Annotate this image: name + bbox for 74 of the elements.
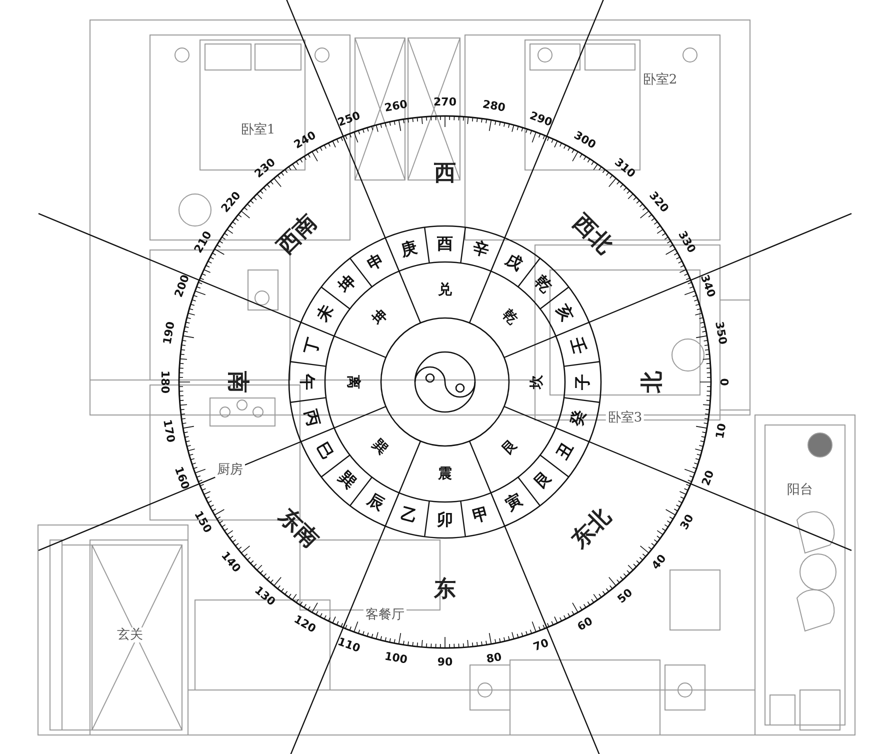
degree-label: 60 — [576, 616, 594, 634]
degree-label: 120 — [292, 614, 318, 635]
trigram-label: 巽 — [370, 437, 390, 457]
degree-label: 160 — [172, 465, 191, 490]
degree-label: 260 — [384, 98, 409, 114]
mountain-label: 壬 — [568, 336, 588, 356]
mountain-label: 寅 — [503, 490, 525, 512]
mountain-label: 酉 — [437, 236, 453, 252]
mountain-label: 坤 — [336, 273, 359, 296]
degree-label: 30 — [678, 512, 696, 532]
direction-label: 东北 — [568, 506, 616, 552]
mountain-label: 乾 — [531, 273, 554, 296]
mountain-label: 亥 — [554, 302, 576, 324]
degree-label: 190 — [162, 321, 177, 346]
degree-label: 280 — [481, 98, 506, 114]
degree-label: 70 — [532, 637, 550, 653]
degree-label: 110 — [336, 636, 362, 654]
trigram-label: 坤 — [370, 307, 390, 327]
room-label: 阳台 — [785, 482, 815, 498]
degree-label: 200 — [172, 274, 191, 299]
degree-label: 100 — [384, 650, 409, 666]
room-label: 卧室3 — [606, 410, 644, 426]
direction-label: 西 — [434, 163, 456, 185]
room-label: 客餐厅 — [364, 608, 406, 622]
mountain-label: 申 — [365, 252, 387, 274]
mountain-label: 庚 — [399, 238, 420, 258]
mountain-label: 癸 — [568, 408, 588, 428]
degree-label: 50 — [616, 587, 634, 606]
trigram-label: 离 — [346, 375, 360, 389]
degree-label: 40 — [650, 552, 669, 572]
direction-label: 北 — [642, 371, 664, 393]
trigram-label: 艮 — [500, 437, 520, 457]
mountain-label: 卯 — [437, 512, 453, 528]
mountain-label: 子 — [575, 374, 591, 390]
degree-label: 270 — [434, 96, 456, 108]
degree-label: 0 — [720, 378, 730, 386]
degree-label: 20 — [700, 468, 716, 487]
mountain-label: 辛 — [470, 238, 490, 258]
direction-label: 南 — [226, 371, 248, 393]
trigram-label: 兑 — [438, 283, 452, 297]
degree-label: 290 — [528, 110, 554, 128]
trigram-label: 坎 — [530, 375, 544, 389]
degree-label: 180 — [160, 370, 170, 394]
degree-label: 300 — [572, 129, 598, 150]
mountain-label: 辰 — [365, 490, 387, 512]
degree-label: 310 — [612, 156, 638, 180]
degree-label: 90 — [437, 656, 453, 668]
mountain-label: 乙 — [399, 506, 420, 526]
mountain-label: 丁 — [302, 336, 322, 356]
degree-label: 10 — [714, 422, 728, 440]
degree-label: 240 — [292, 129, 318, 150]
mountain-label: 艮 — [531, 468, 554, 491]
mountain-label: 午 — [299, 374, 315, 390]
degree-label: 350 — [713, 321, 728, 346]
mountain-label: 巳 — [314, 440, 336, 462]
room-label: 玄关 — [115, 628, 145, 642]
degree-label: 170 — [162, 418, 177, 443]
direction-label: 东 — [434, 579, 456, 601]
degree-label: 340 — [699, 274, 718, 299]
mountain-label: 戌 — [503, 252, 525, 274]
direction-label: 东南 — [274, 506, 322, 552]
degree-label: 250 — [336, 110, 362, 128]
mountain-label: 甲 — [470, 506, 490, 526]
mountain-label: 巽 — [336, 468, 359, 491]
trigram-label: 乾 — [500, 307, 520, 327]
direction-label: 西南 — [274, 212, 322, 258]
mountain-label: 丑 — [554, 440, 576, 462]
mountain-label: 未 — [314, 302, 336, 324]
mountain-label: 丙 — [302, 408, 322, 428]
degree-label: 130 — [252, 584, 278, 608]
room-label: 厨房 — [215, 462, 245, 478]
trigram-label: 震 — [438, 467, 452, 481]
degree-label: 80 — [485, 651, 502, 664]
direction-label: 西北 — [568, 212, 616, 258]
